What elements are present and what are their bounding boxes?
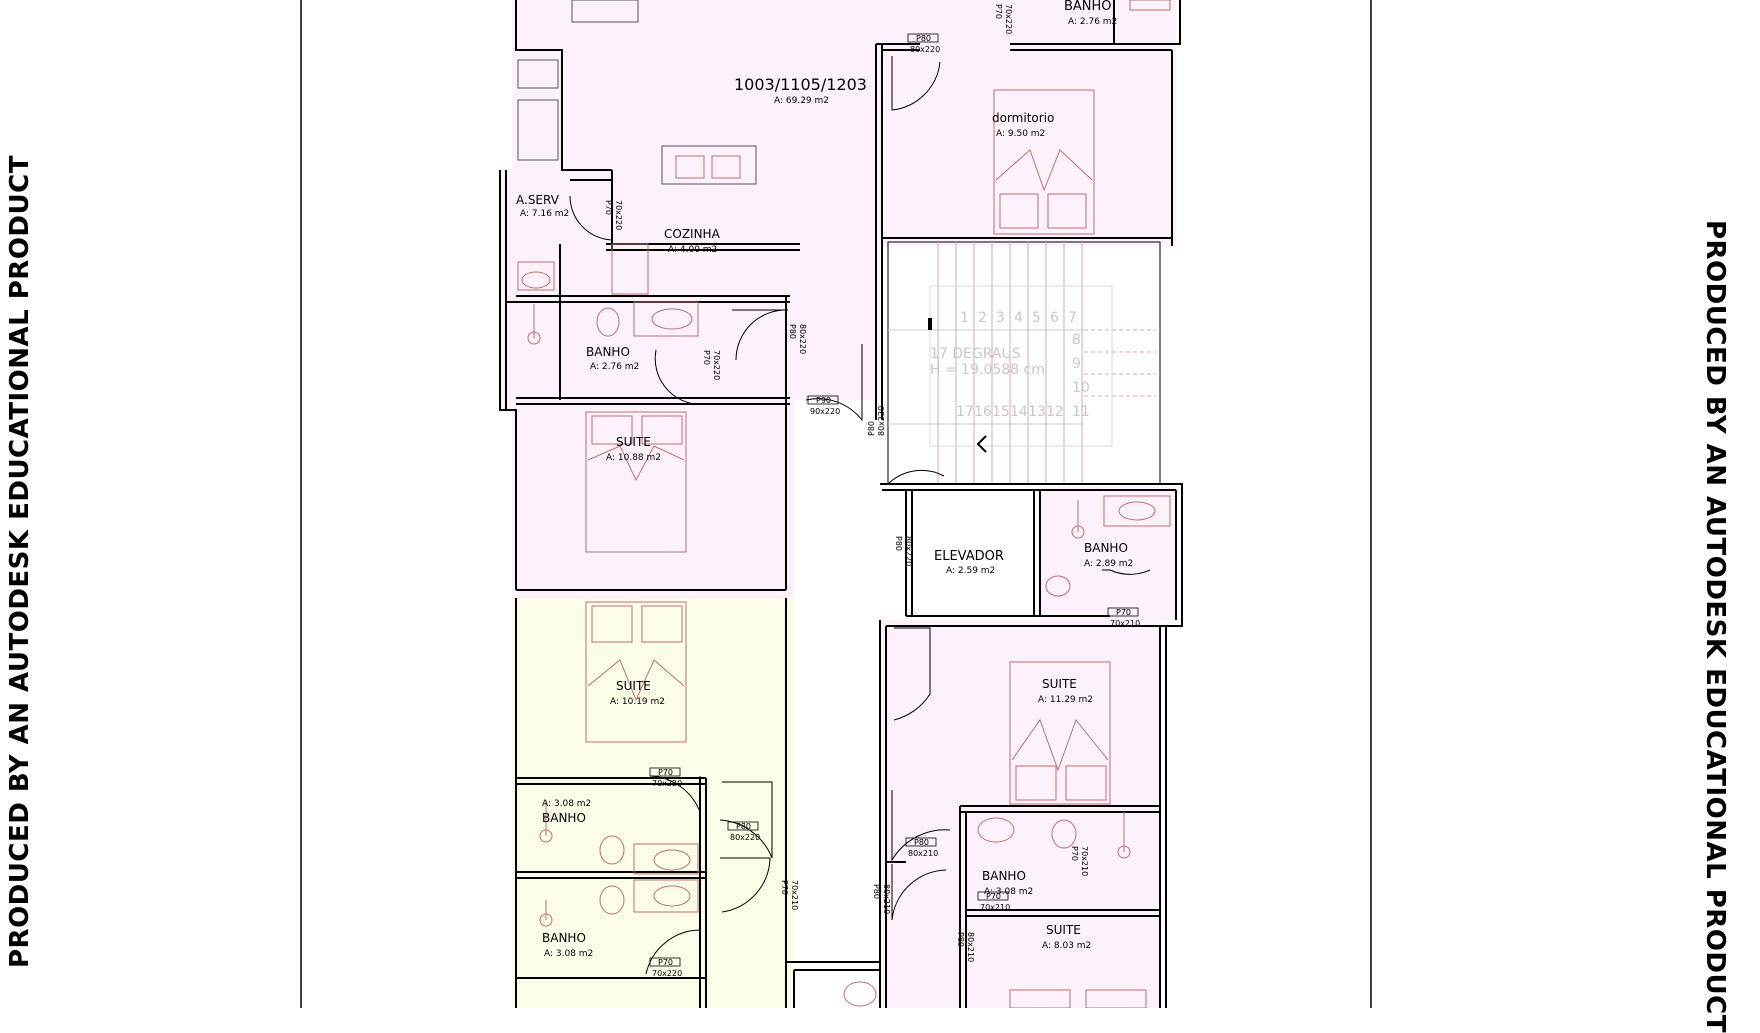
banho-elev-label: BANHO <box>1084 541 1128 555</box>
door-tag-1: P80 <box>916 34 931 43</box>
step-14: 14 <box>1010 404 1028 420</box>
suite-yellow-area: A: 10.19 m2 <box>610 697 665 707</box>
step-8: 8 <box>1072 332 1081 348</box>
door-tags: P80 80x220 P70 70x220 P70 70x220 P80 80x… <box>604 4 1140 978</box>
door-tag-9: P70 <box>1116 608 1131 617</box>
door-size-13: 70x220 <box>652 969 682 978</box>
door-size-5: 70x220 <box>712 350 721 380</box>
aserv-label: A.SERV <box>516 193 560 207</box>
step-1: 1 <box>960 310 969 326</box>
door-size-6: 90x220 <box>810 407 840 416</box>
step-7: 7 <box>1068 310 1077 326</box>
banho-top-label: BANHO <box>1064 0 1112 14</box>
door-size-16: 70x210 <box>980 903 1010 912</box>
dormitorio-area: A: 9.50 m2 <box>996 129 1045 139</box>
banho-left-label: BANHO <box>586 345 630 359</box>
cozinha-label: COZINHA <box>664 227 721 241</box>
door-tag-8: P80 <box>894 536 903 551</box>
door-size-12: 70x210 <box>790 880 799 910</box>
unit-area-label: A: 69.29 m2 <box>774 96 829 106</box>
door-size-15: 80x210 <box>882 884 891 914</box>
furniture <box>517 0 1171 1008</box>
stair-marker <box>928 318 932 330</box>
dormitorio-label: dormitorio <box>992 111 1054 125</box>
step-6: 6 <box>1050 310 1059 326</box>
stair-arrow-icon <box>976 435 987 453</box>
stairs-height-label: H = 19.0588 cm <box>930 362 1045 378</box>
door-tag-17: P80 <box>956 932 965 947</box>
apartment-yellow-fill <box>512 598 794 1008</box>
door-tag-14: P80 <box>914 838 929 847</box>
step-9: 9 <box>1072 356 1081 372</box>
step-11: 11 <box>1072 404 1090 420</box>
door-size-14: 80x210 <box>908 849 938 858</box>
suite-left-area: A: 10.88 m2 <box>606 453 661 463</box>
suite-yellow-label: SUITE <box>616 679 651 693</box>
room-labels: 1003/1105/1203 A: 69.29 m2 BANHO A: 2.76… <box>516 0 1133 959</box>
banho-top-area: A: 2.76 m2 <box>1068 17 1117 27</box>
step-12: 12 <box>1046 404 1064 420</box>
banho-right-label: BANHO <box>982 869 1026 883</box>
door-tag-4: P80 <box>788 324 797 339</box>
door-tag-10: P70 <box>658 768 673 777</box>
step-13: 13 <box>1028 404 1046 420</box>
elevador-area: A: 2.59 m2 <box>946 566 995 576</box>
banho-y2-label: BANHO <box>542 931 586 945</box>
door-size-3: 70x220 <box>614 200 623 230</box>
banho-left-area: A: 2.76 m2 <box>590 362 639 372</box>
door-size-4: 80x220 <box>798 324 807 354</box>
suite-right2-area: A: 8.03 m2 <box>1042 941 1091 951</box>
aserv-area: A: 7.16 m2 <box>520 209 569 219</box>
door-tag-13: P70 <box>658 958 673 967</box>
apartment-pink-fill <box>500 0 1176 1008</box>
door-swings <box>569 56 1151 980</box>
door-size-18: 70x210 <box>1080 846 1089 876</box>
banho-elev-area: A: 2.89 m2 <box>1084 559 1133 569</box>
step-10: 10 <box>1072 380 1090 396</box>
suite-right-area: A: 11.29 m2 <box>1038 695 1093 705</box>
step-16: 16 <box>974 404 992 420</box>
door-tag-5: P70 <box>702 350 711 365</box>
step-4: 4 <box>1014 310 1023 326</box>
banho-y1-label: BANHO <box>542 811 586 825</box>
door-size-2: 70x220 <box>1004 4 1013 34</box>
banho-y1-area: A: 3.08 m2 <box>542 799 591 809</box>
stairs <box>887 241 1161 485</box>
step-2: 2 <box>978 310 987 326</box>
door-tag-7: P80 <box>867 421 876 436</box>
door-size-17: 80x210 <box>966 932 975 962</box>
stair-step-numbers: 1 2 3 4 5 6 7 8 9 10 17 16 15 14 13 12 1… <box>930 310 1090 420</box>
suite-left-label: SUITE <box>616 435 651 449</box>
door-size-9: 70x210 <box>1110 619 1140 628</box>
door-tag-3: P70 <box>604 200 613 215</box>
door-tag-18: P70 <box>1070 846 1079 861</box>
door-size-11: 80x220 <box>730 833 760 842</box>
corridor-fill <box>794 400 880 1008</box>
door-size-10: 70x220 <box>652 779 682 788</box>
suite-right2-label: SUITE <box>1046 923 1081 937</box>
suite-right-label: SUITE <box>1042 677 1077 691</box>
cozinha-area: A: 4.00 m2 <box>668 245 717 255</box>
door-tag-12: P70 <box>780 880 789 895</box>
door-size-7: 80x220 <box>877 406 886 436</box>
door-tag-15: P80 <box>872 884 881 899</box>
step-15: 15 <box>992 404 1010 420</box>
elevador-label: ELEVADOR <box>934 549 1004 564</box>
door-tag-11: P80 <box>736 822 751 831</box>
door-tag-2: P70 <box>994 4 1003 19</box>
door-tag-16: P70 <box>986 892 1001 901</box>
step-5: 5 <box>1032 310 1041 326</box>
banho-right-area: A: 3.08 m2 <box>984 887 1033 897</box>
door-size-1: 80x220 <box>910 45 940 54</box>
walls <box>499 0 1183 1008</box>
door-tag-6: P90 <box>816 396 831 405</box>
floor-plan-drawing: 1 2 3 4 5 6 7 8 9 10 17 16 15 14 13 12 1… <box>300 0 1372 1008</box>
unit-label: 1003/1105/1203 <box>734 75 867 94</box>
door-size-8: 80x220 <box>904 536 913 566</box>
step-3: 3 <box>996 310 1005 326</box>
stairs-label: 17 DEGRAUS <box>930 346 1021 362</box>
step-17: 17 <box>956 404 974 420</box>
banho-y2-area: A: 3.08 m2 <box>544 949 593 959</box>
